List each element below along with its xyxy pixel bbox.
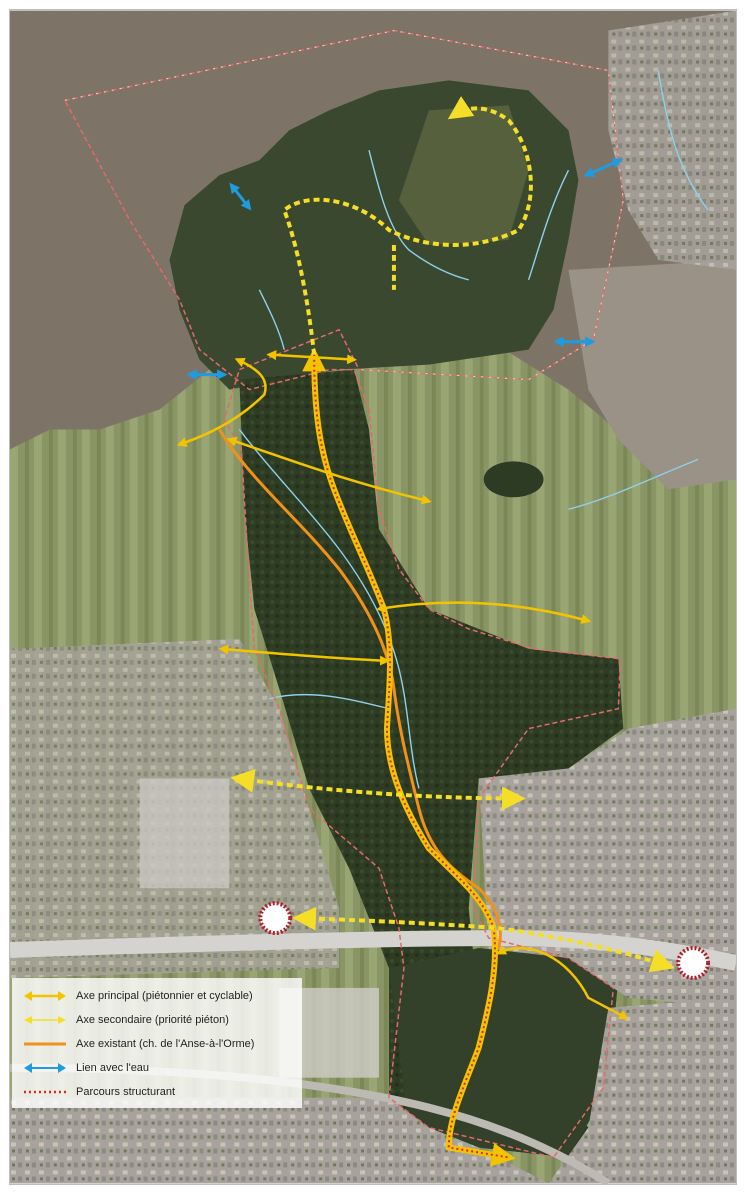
secondary-axes bbox=[230, 96, 676, 973]
legend-item-secondary-axis: Axe secondaire (priorité piéton) bbox=[22, 1012, 229, 1028]
node-marker-icon bbox=[676, 946, 711, 980]
double-arrow-thin-yellow-icon bbox=[24, 1016, 66, 1024]
study-area-boundary-inner bbox=[64, 30, 624, 381]
orange-line-icon bbox=[24, 1042, 66, 1046]
industrial-zone bbox=[139, 778, 230, 889]
double-arrow-blue-icon bbox=[24, 1063, 66, 1073]
legend-label: Axe principal (piétonnier et cyclable) bbox=[76, 990, 253, 1002]
southeast-urban-area bbox=[548, 997, 736, 1184]
legend-item-existing-axis: Axe existant (ch. de l'Anse-à-l'Orme) bbox=[22, 1036, 254, 1052]
red-dotted-line-icon bbox=[24, 1090, 66, 1094]
peninsula-fields bbox=[398, 105, 529, 245]
legend-label: Parcours structurant bbox=[76, 1086, 176, 1098]
water-links bbox=[186, 158, 624, 380]
structuring-route bbox=[313, 354, 509, 1159]
map-legend: Axe principal (piétonnier et cyclable) A… bbox=[12, 978, 302, 1108]
legend-label: Axe secondaire (priorité piéton) bbox=[76, 1014, 229, 1026]
legend-item-primary-axis: Axe principal (piétonnier et cyclable) bbox=[22, 988, 253, 1004]
forest-patch bbox=[483, 461, 544, 498]
legend-item-structuring-route: Parcours structurant bbox=[22, 1084, 175, 1100]
legend-item-water-link: Lien avec l'eau bbox=[22, 1060, 149, 1076]
map-frame bbox=[9, 9, 737, 1185]
aerial-map bbox=[10, 10, 736, 1184]
bay-water bbox=[568, 259, 736, 490]
legend-label: Lien avec l'eau bbox=[76, 1062, 150, 1074]
double-arrow-yellow-icon bbox=[24, 991, 66, 1001]
node-marker-icon bbox=[258, 901, 293, 936]
legend-label: Axe existant (ch. de l'Anse-à-l'Orme) bbox=[76, 1038, 255, 1050]
